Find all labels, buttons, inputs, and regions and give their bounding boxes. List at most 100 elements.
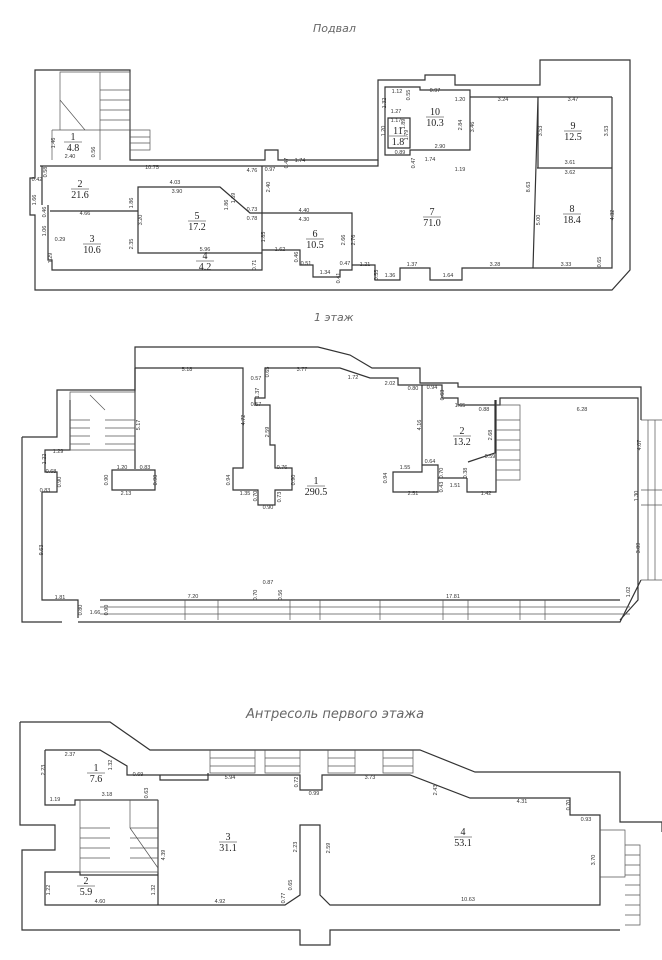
mezzanine-title: Антресоль первого этажа (245, 707, 424, 722)
mezzanine-outer-wall (19, 721, 662, 946)
room-label: 14.8 (64, 132, 82, 154)
dimension-label: 3.20 (138, 215, 144, 226)
dimension-label: 1.72 (348, 375, 359, 381)
dimension-label: 0.47 (411, 158, 417, 169)
dimension-label: 0.43 (439, 482, 445, 493)
dimension-label: 2.40 (65, 154, 76, 160)
dimension-label: 0.29 (55, 237, 66, 243)
dimension-label: 1.79 (404, 130, 410, 141)
dimension-label: 1.46 (51, 138, 57, 149)
room-area: 5.9 (80, 887, 93, 898)
dimension-label: 1.20 (381, 126, 387, 137)
dimension-label: 1.17 (391, 118, 402, 124)
dimension-label: 0.63 (440, 390, 446, 401)
dimension-label: 0.65 (288, 880, 294, 891)
dimension-label: 0.70 (439, 468, 445, 479)
dimension-label: 0.90 (104, 475, 110, 486)
dimension-label: 2.23 (41, 765, 47, 776)
dimension-label: 0.94 (226, 475, 232, 486)
room-area: 7.6 (90, 774, 103, 785)
dimension-label: 0.93 (581, 817, 592, 823)
room-area: 4.2 (199, 262, 212, 273)
dimension-label: 0.57 (251, 402, 262, 408)
dimension-label: 4.16 (417, 420, 423, 431)
room-label: 221.6 (71, 179, 89, 201)
room-label: 310.6 (83, 234, 101, 256)
room-number: 3 (90, 234, 95, 245)
dimension-label: 0.90 (263, 505, 274, 511)
dimension-label: 5.18 (182, 367, 193, 373)
dimension-label: 0.83 (40, 488, 51, 494)
dimension-label: 0.76 (277, 465, 288, 471)
dimension-label: 0.38 (463, 468, 469, 479)
dimension-label: 4.30 (299, 217, 310, 223)
dimension-label: 0.63 (144, 788, 150, 799)
room-label: 912.5 (564, 121, 582, 143)
dimension-label: 3.61 (565, 160, 576, 166)
dimension-label: 0.94 (427, 385, 438, 391)
room-area: 10.6 (83, 245, 101, 256)
dimension-label: 1.55 (400, 465, 411, 471)
basement-title: Подвал (313, 22, 356, 35)
dimension-label: 0.88 (479, 407, 490, 413)
dimension-label: 2.66 (341, 235, 347, 246)
dimension-label: 2.59 (265, 427, 271, 438)
room-area: 1.8 (392, 137, 405, 148)
dimension-label: 1.21 (360, 262, 371, 268)
room-area: 10.5 (306, 240, 324, 251)
dimension-label: 0.70 (566, 800, 572, 811)
dimension-label: 3.89 (636, 543, 642, 554)
room-label: 213.2 (453, 426, 471, 448)
dimension-label: 1.35 (240, 491, 251, 497)
room-number: 3 (226, 832, 231, 843)
dimension-label: 0.59 (485, 454, 496, 460)
dimension-label: 0.73 (247, 207, 258, 213)
room-label: 111.8 (389, 126, 407, 148)
mezzanine-staircases (79, 750, 641, 926)
room-number: 4 (203, 251, 208, 262)
dimension-label: 0.55 (406, 90, 412, 101)
room-label: 517.2 (188, 211, 206, 233)
dimension-label: 0.57 (251, 376, 262, 382)
dimension-label: 1.27 (391, 109, 402, 115)
dimension-label: 1.20 (455, 97, 466, 103)
dimension-label: 0.41 (336, 273, 342, 284)
dimension-label: 0.65 (265, 367, 271, 378)
dimension-label: 1.30 (634, 491, 640, 502)
room-area: 10.3 (426, 118, 444, 129)
room-number: 1 (314, 476, 319, 487)
dimension-label: 4.07 (637, 440, 643, 451)
first-floor-outer-wall (21, 346, 642, 623)
dimension-label: 3.53 (538, 126, 544, 137)
room-number: 1 (94, 763, 99, 774)
room-number: 4 (461, 827, 466, 838)
dimension-label: 0.78 (247, 216, 258, 222)
dimension-label: 0.51 (301, 261, 312, 267)
room-label: 818.4 (563, 204, 581, 226)
room-label: 17.6 (87, 763, 105, 785)
dimension-label: 3.24 (498, 97, 509, 103)
dimension-label: 0.46 (294, 252, 300, 263)
dimension-label: 1.51 (450, 483, 461, 489)
dimension-label: 2.35 (129, 239, 135, 250)
dimension-label: 0.56 (91, 147, 97, 158)
room-area: 53.1 (454, 838, 472, 849)
dimension-label: 4.60 (95, 899, 106, 905)
dimension-label: 2.90 (435, 144, 446, 150)
dimension-label: 0.47 (284, 158, 290, 169)
dimension-label: 0.90 (57, 477, 63, 488)
dimension-label: 3.70 (591, 855, 597, 866)
dimension-label: 1.19 (455, 167, 466, 173)
dimension-label: 3.28 (490, 262, 501, 268)
dimension-label: 0.80 (78, 605, 84, 616)
dimension-label: 3.18 (102, 792, 113, 798)
dimension-label: 7.20 (188, 594, 199, 600)
dimension-label: 0.77 (281, 893, 287, 904)
dimension-label: 2.84 (458, 120, 464, 131)
room-label: 771.0 (423, 207, 441, 229)
dimension-label: 2.59 (326, 843, 332, 854)
room-area: 17.2 (188, 222, 206, 233)
dimension-label: 1.85 (261, 232, 267, 243)
